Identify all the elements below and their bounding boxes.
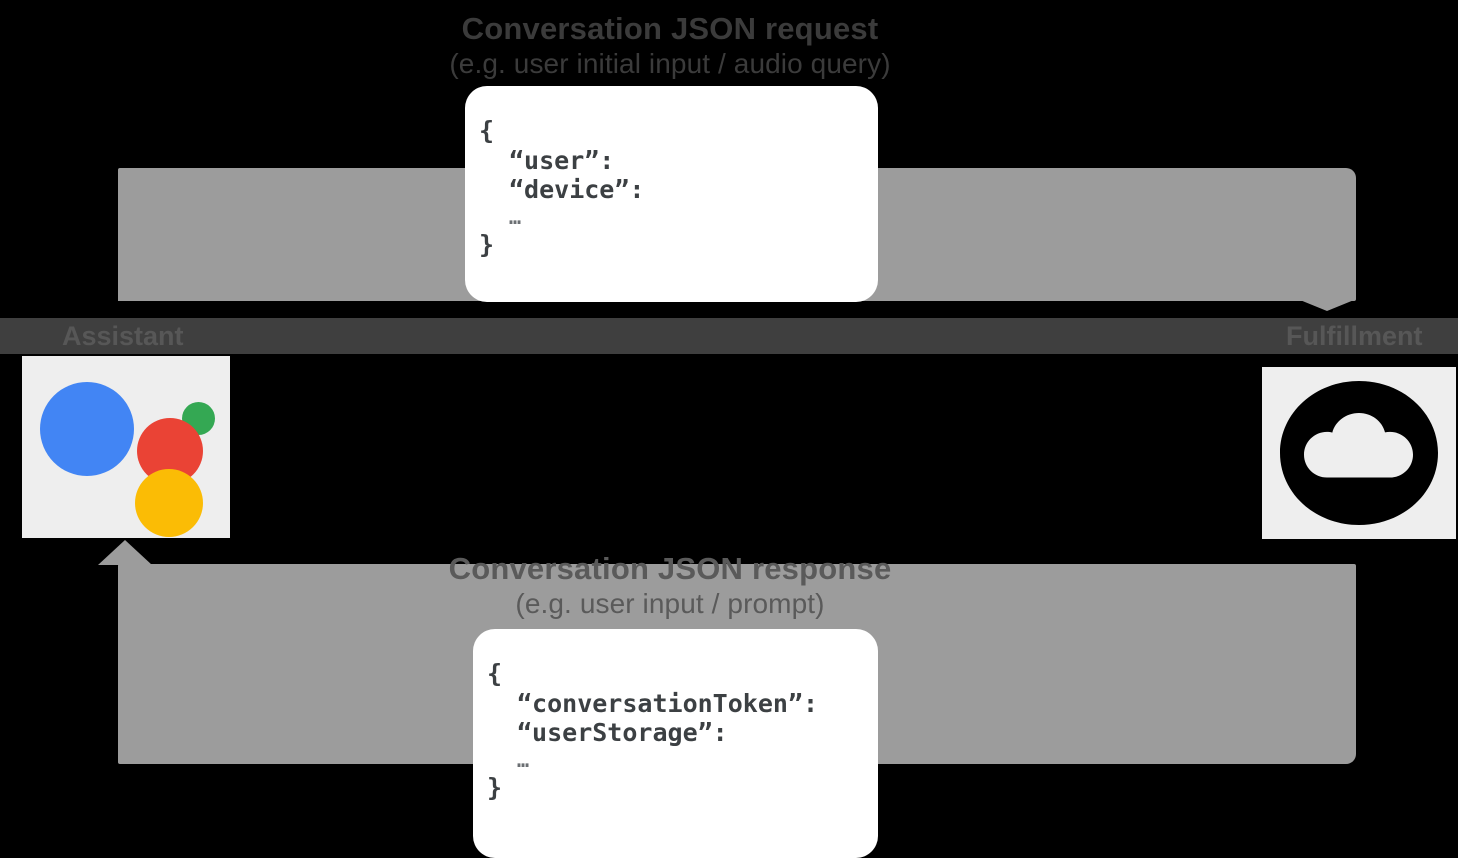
response-json-open-brace: {	[487, 659, 503, 688]
cloud-icon	[1280, 381, 1438, 525]
response-json-close-brace: }	[487, 772, 503, 802]
response-json-ellipsis: …	[517, 747, 531, 772]
assistant-label: Assistant	[62, 321, 184, 351]
request-caption-title: Conversation JSON request	[461, 11, 879, 46]
assistant-icon-tile	[22, 356, 230, 538]
request-json-ellipsis: …	[509, 204, 523, 229]
response-json-card: { “conversationToken”: “userStorage”: … …	[473, 629, 878, 858]
request-json-key-device: “device”:	[509, 175, 645, 204]
request-arrow-head-icon	[1300, 300, 1354, 311]
center-divider-rail	[0, 318, 1458, 354]
request-json-open-brace: {	[479, 116, 495, 145]
response-caption: Conversation JSON response (e.g. user in…	[330, 552, 1010, 620]
request-json-key-user: “user”:	[509, 145, 615, 175]
response-caption-title: Conversation JSON response	[448, 551, 892, 586]
request-json-close-brace: }	[479, 229, 495, 259]
google-assistant-yellow-dot-icon	[135, 469, 203, 537]
request-caption-subtitle: (e.g. user initial input / audio query)	[449, 48, 891, 80]
response-json-key-user-storage: “userStorage”:	[517, 718, 728, 747]
request-caption: Conversation JSON request (e.g. user ini…	[330, 12, 1010, 80]
google-assistant-blue-dot-icon	[40, 382, 134, 476]
fulfillment-label: Fulfillment	[1286, 321, 1423, 351]
response-arrow-head-icon	[98, 540, 152, 565]
response-caption-subtitle: (e.g. user input / prompt)	[515, 588, 825, 620]
response-json-key-conversation-token: “conversationToken”:	[517, 688, 819, 718]
request-json-card: { “user”: “device”: … }	[465, 86, 878, 302]
fulfillment-icon-tile	[1262, 367, 1456, 539]
